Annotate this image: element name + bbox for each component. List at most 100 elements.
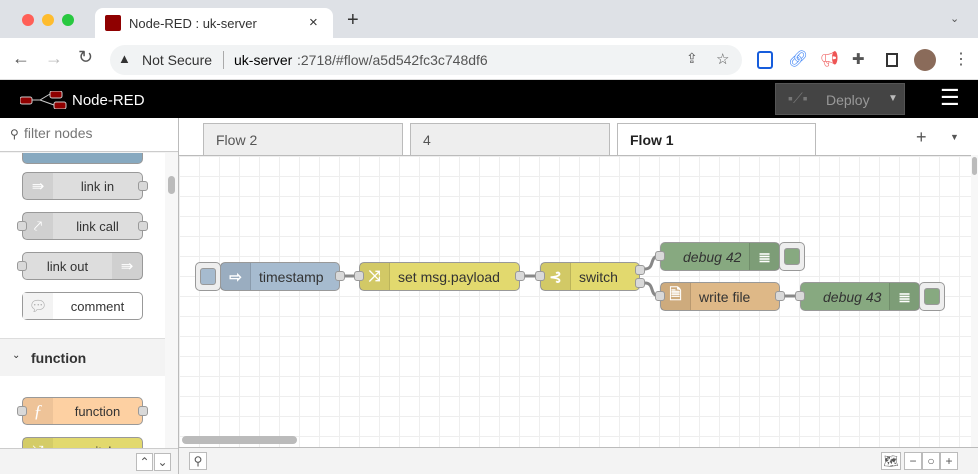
side-panel-icon[interactable]	[886, 53, 898, 67]
input-port	[17, 221, 27, 231]
profile-avatar[interactable]	[914, 49, 936, 71]
input-port[interactable]	[655, 251, 665, 261]
search-icon: ⚲	[10, 127, 19, 141]
app-title: Node-RED	[72, 92, 145, 109]
flow-node-debug-43[interactable]: debug 43 ≣	[795, 282, 920, 311]
debug-list-icon: ≣	[889, 283, 919, 310]
input-port[interactable]	[354, 271, 364, 281]
chevron-down-icon: ⌄	[12, 350, 21, 361]
palette-node-link-out[interactable]: ⇛ link out	[17, 252, 143, 280]
node-label: debug 43	[823, 289, 882, 305]
reload-icon[interactable]: ↻	[78, 47, 94, 67]
bookmark-star-icon[interactable]: ☆	[716, 51, 730, 68]
divider	[223, 51, 224, 69]
tab-4[interactable]: 4	[410, 123, 610, 155]
debug-toggle-button[interactable]	[779, 242, 805, 271]
output-port[interactable]	[335, 271, 345, 281]
debug-list-icon: ≣	[749, 243, 779, 270]
back-icon[interactable]: ←	[12, 48, 30, 68]
flow-canvas[interactable]: ⇨ timestamp ⤨ set msg.payload ⊰ switch d…	[179, 155, 971, 447]
flow-list-dropdown-icon[interactable]: ▼	[950, 132, 959, 142]
main-menu-icon[interactable]: ☰	[940, 85, 960, 110]
output-port-1[interactable]	[635, 265, 645, 275]
palette-node-link-call[interactable]: ⤤ link call	[17, 212, 148, 240]
expand-all-button[interactable]: ⌄	[154, 453, 171, 471]
palette-footer: ⌃ ⌄	[0, 448, 178, 474]
add-flow-button[interactable]: +	[916, 127, 927, 147]
output-port[interactable]	[515, 271, 525, 281]
node-red-favicon-icon	[105, 15, 121, 31]
flow-node-set-msg-payload[interactable]: ⤨ set msg.payload	[354, 262, 525, 291]
workspace-footer: ⚲ 🗺︎ − ○ +	[179, 447, 978, 474]
zoom-reset-button[interactable]: ○	[922, 452, 940, 470]
navigator-map-icon[interactable]: 🗺︎	[881, 452, 901, 470]
palette-node-switch[interactable]: ⤨ switch	[22, 437, 143, 448]
puzzle-extensions-icon[interactable]: ✚	[852, 51, 865, 68]
function-icon: ƒ	[23, 398, 53, 424]
vertical-scrollbar[interactable]	[971, 155, 978, 447]
scrollbar-thumb[interactable]	[972, 157, 977, 175]
forward-icon[interactable]: →	[45, 48, 63, 68]
warning-icon: ▲	[118, 51, 131, 66]
tab-flow-1[interactable]: Flow 1	[617, 123, 816, 156]
output-port-2[interactable]	[635, 278, 645, 288]
palette-list: ⇛ link in ⤤ link call ⇛ link out 💬︎ comm…	[0, 153, 165, 448]
deploy-dropdown-icon[interactable]: ▼	[888, 93, 898, 104]
node-label: write file	[699, 289, 751, 305]
debug-toggle-button[interactable]	[919, 282, 945, 311]
zoom-out-button[interactable]: −	[904, 452, 922, 470]
zoom-in-button[interactable]: +	[940, 452, 958, 470]
palette-node-function[interactable]: ƒ function	[17, 397, 148, 425]
input-port[interactable]	[535, 271, 545, 281]
palette-node-link-in[interactable]: ⇛ link in	[22, 172, 148, 200]
tab-flow-2[interactable]: Flow 2	[203, 123, 403, 155]
output-port[interactable]	[775, 291, 785, 301]
palette-node-comment[interactable]: 💬︎ comment	[22, 292, 143, 320]
comment-icon: 💬︎	[23, 293, 53, 319]
flow-node-timestamp[interactable]: ⇨ timestamp	[220, 262, 345, 291]
deploy-icon: ▪⟋▪	[788, 90, 808, 106]
filter-nodes-input[interactable]	[24, 125, 164, 141]
link-call-icon: ⤤	[23, 213, 53, 239]
share-icon[interactable]: ⇪	[686, 50, 698, 66]
new-tab-button[interactable]: +	[347, 9, 359, 31]
minimize-window-button[interactable]	[42, 14, 54, 26]
bitwarden-extension-icon[interactable]	[757, 51, 773, 69]
category-header-function[interactable]: ⌄ function	[0, 338, 165, 376]
inject-button[interactable]	[195, 262, 221, 291]
node-palette: ⚲ ⇛ link in ⤤ link call ⇛ link out 💬︎ co…	[0, 118, 179, 474]
security-label[interactable]: Not Secure	[142, 52, 213, 68]
palette-scrollbar[interactable]	[165, 153, 178, 448]
node-red-header: Node-RED ▪⟋▪ Deploy ▼ ☰	[0, 80, 978, 118]
palette-node-partial[interactable]	[22, 153, 143, 164]
output-port	[138, 406, 148, 416]
output-port	[138, 221, 148, 231]
tab-title: Node-RED : uk-server	[129, 16, 257, 31]
search-flows-icon[interactable]: ⚲	[189, 452, 207, 470]
url-host: uk-server	[234, 52, 293, 68]
browser-menu-icon[interactable]: ⋮	[953, 51, 969, 68]
horizontal-scrollbar-thumb[interactable]	[182, 436, 297, 444]
flow-node-switch[interactable]: ⊰ switch	[535, 262, 645, 291]
megaphone-extension-icon[interactable]: 📢︎	[820, 51, 840, 68]
input-port[interactable]	[655, 291, 665, 301]
input-port	[17, 406, 27, 416]
tab-search-chevron-icon[interactable]: ⌄	[950, 13, 960, 25]
node-red-logo-icon	[20, 91, 67, 109]
close-tab-icon[interactable]: ×	[309, 14, 318, 31]
palette-filter[interactable]: ⚲	[0, 118, 178, 152]
link-extension-icon[interactable]: 🔗︎	[788, 51, 809, 68]
browser-tab-strip: Node-RED : uk-server × + ⌄	[0, 0, 978, 38]
collapse-all-button[interactable]: ⌃	[136, 453, 153, 471]
input-port[interactable]	[795, 291, 805, 301]
node-label: set msg.payload	[398, 269, 500, 285]
maximize-window-button[interactable]	[62, 14, 74, 26]
url-bar[interactable]: ▲ Not Secure uk-server :2718/#flow/a5d54…	[110, 45, 742, 75]
flow-node-debug-42[interactable]: debug 42 ≣	[655, 242, 780, 271]
flow-node-write-file[interactable]: 🗎︎ write file	[655, 282, 785, 311]
deploy-button[interactable]: ▪⟋▪ Deploy ▼	[775, 83, 905, 115]
browser-tab[interactable]: Node-RED : uk-server ×	[95, 8, 333, 38]
close-window-button[interactable]	[22, 14, 34, 26]
scrollbar-thumb[interactable]	[168, 176, 175, 194]
link-out-icon: ⇛	[112, 253, 142, 279]
